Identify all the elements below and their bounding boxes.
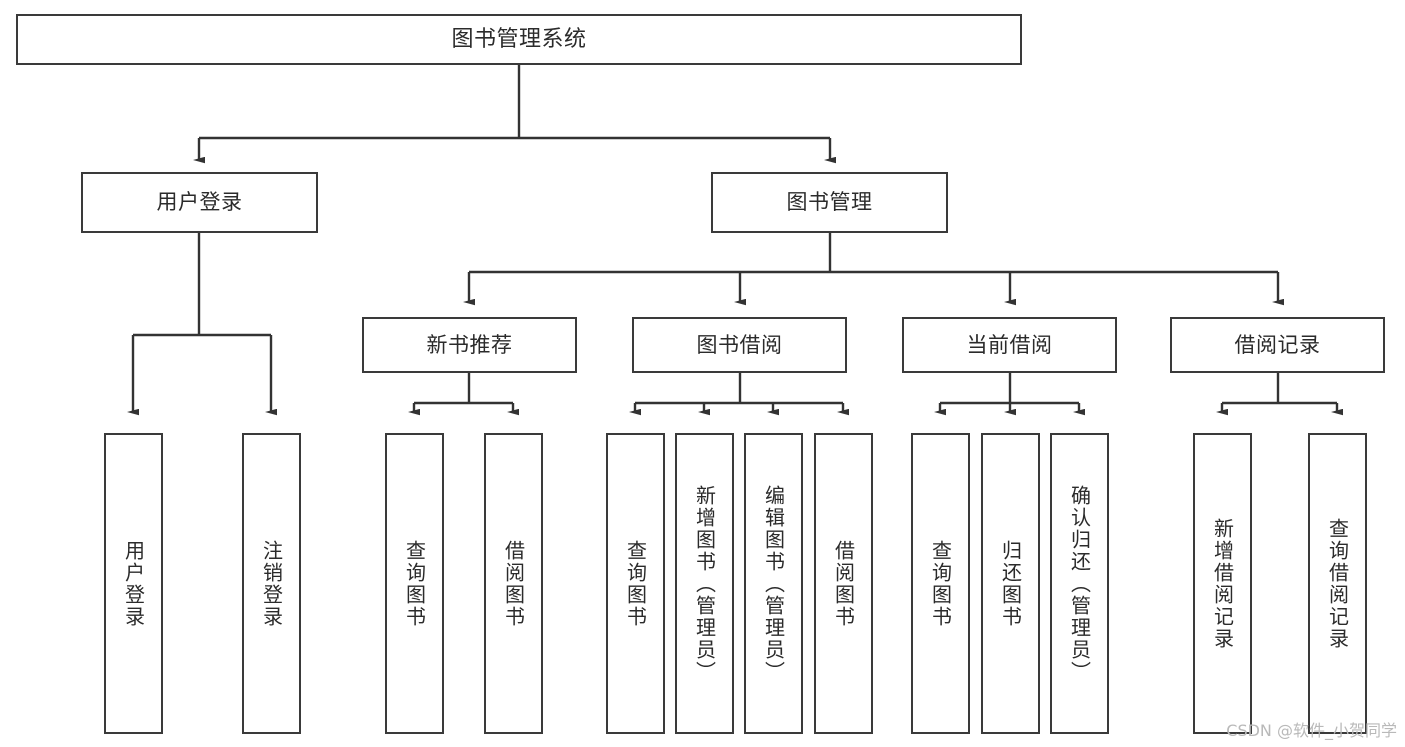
node-book-borrow[interactable]: 图书借阅 bbox=[632, 317, 847, 373]
node-leaf-confirm-return-admin-label: 确认归还（管理员） bbox=[1067, 484, 1092, 683]
node-leaf-add-book-admin[interactable]: 新增图书（管理员） bbox=[675, 433, 734, 734]
node-leaf-query-book-recommend-label: 查询图书 bbox=[402, 539, 427, 628]
node-leaf-confirm-return-admin[interactable]: 确认归还（管理员） bbox=[1050, 433, 1109, 734]
node-leaf-edit-book-admin[interactable]: 编辑图书（管理员） bbox=[744, 433, 803, 734]
node-leaf-user-login[interactable]: 用户登录 bbox=[104, 433, 163, 734]
node-leaf-return-book[interactable]: 归还图书 bbox=[981, 433, 1040, 734]
node-current-borrow[interactable]: 当前借阅 bbox=[902, 317, 1117, 373]
node-leaf-query-book-current[interactable]: 查询图书 bbox=[911, 433, 970, 734]
node-current-borrow-label: 当前借阅 bbox=[966, 332, 1053, 357]
node-leaf-user-login-label: 用户登录 bbox=[121, 539, 146, 628]
node-new-book-recommend[interactable]: 新书推荐 bbox=[362, 317, 577, 373]
node-user-login-label: 用户登录 bbox=[156, 190, 243, 215]
node-leaf-borrow-book-recommend-label: 借阅图书 bbox=[501, 539, 526, 628]
node-borrow-record[interactable]: 借阅记录 bbox=[1170, 317, 1385, 373]
node-new-book-recommend-label: 新书推荐 bbox=[426, 332, 513, 357]
node-leaf-borrow-book-label: 借阅图书 bbox=[831, 539, 856, 628]
node-leaf-add-book-admin-label: 新增图书（管理员） bbox=[692, 484, 717, 683]
node-user-login[interactable]: 用户登录 bbox=[81, 172, 318, 233]
node-book-management[interactable]: 图书管理 bbox=[711, 172, 948, 233]
node-leaf-query-book-borrow-label: 查询图书 bbox=[623, 539, 648, 628]
node-leaf-borrow-book-recommend[interactable]: 借阅图书 bbox=[484, 433, 543, 734]
node-leaf-logout[interactable]: 注销登录 bbox=[242, 433, 301, 734]
node-root-system[interactable]: 图书管理系统 bbox=[16, 14, 1022, 65]
node-book-borrow-label: 图书借阅 bbox=[696, 332, 783, 357]
node-leaf-edit-book-admin-label: 编辑图书（管理员） bbox=[761, 484, 786, 683]
node-leaf-add-borrow-record[interactable]: 新增借阅记录 bbox=[1193, 433, 1252, 734]
node-leaf-query-borrow-record-label: 查询借阅记录 bbox=[1325, 517, 1350, 650]
node-root-system-label: 图书管理系统 bbox=[451, 26, 587, 52]
node-leaf-add-borrow-record-label: 新增借阅记录 bbox=[1210, 517, 1235, 650]
node-leaf-borrow-book[interactable]: 借阅图书 bbox=[814, 433, 873, 734]
node-borrow-record-label: 借阅记录 bbox=[1234, 332, 1321, 357]
node-leaf-query-book-recommend[interactable]: 查询图书 bbox=[385, 433, 444, 734]
node-leaf-query-book-borrow[interactable]: 查询图书 bbox=[606, 433, 665, 734]
node-leaf-query-book-current-label: 查询图书 bbox=[928, 539, 953, 628]
node-leaf-query-borrow-record[interactable]: 查询借阅记录 bbox=[1308, 433, 1367, 734]
node-leaf-logout-label: 注销登录 bbox=[259, 539, 284, 628]
node-leaf-return-book-label: 归还图书 bbox=[998, 539, 1023, 628]
csdn-watermark: CSDN @软件_小贺同学 bbox=[1226, 721, 1397, 740]
node-book-management-label: 图书管理 bbox=[786, 190, 873, 215]
